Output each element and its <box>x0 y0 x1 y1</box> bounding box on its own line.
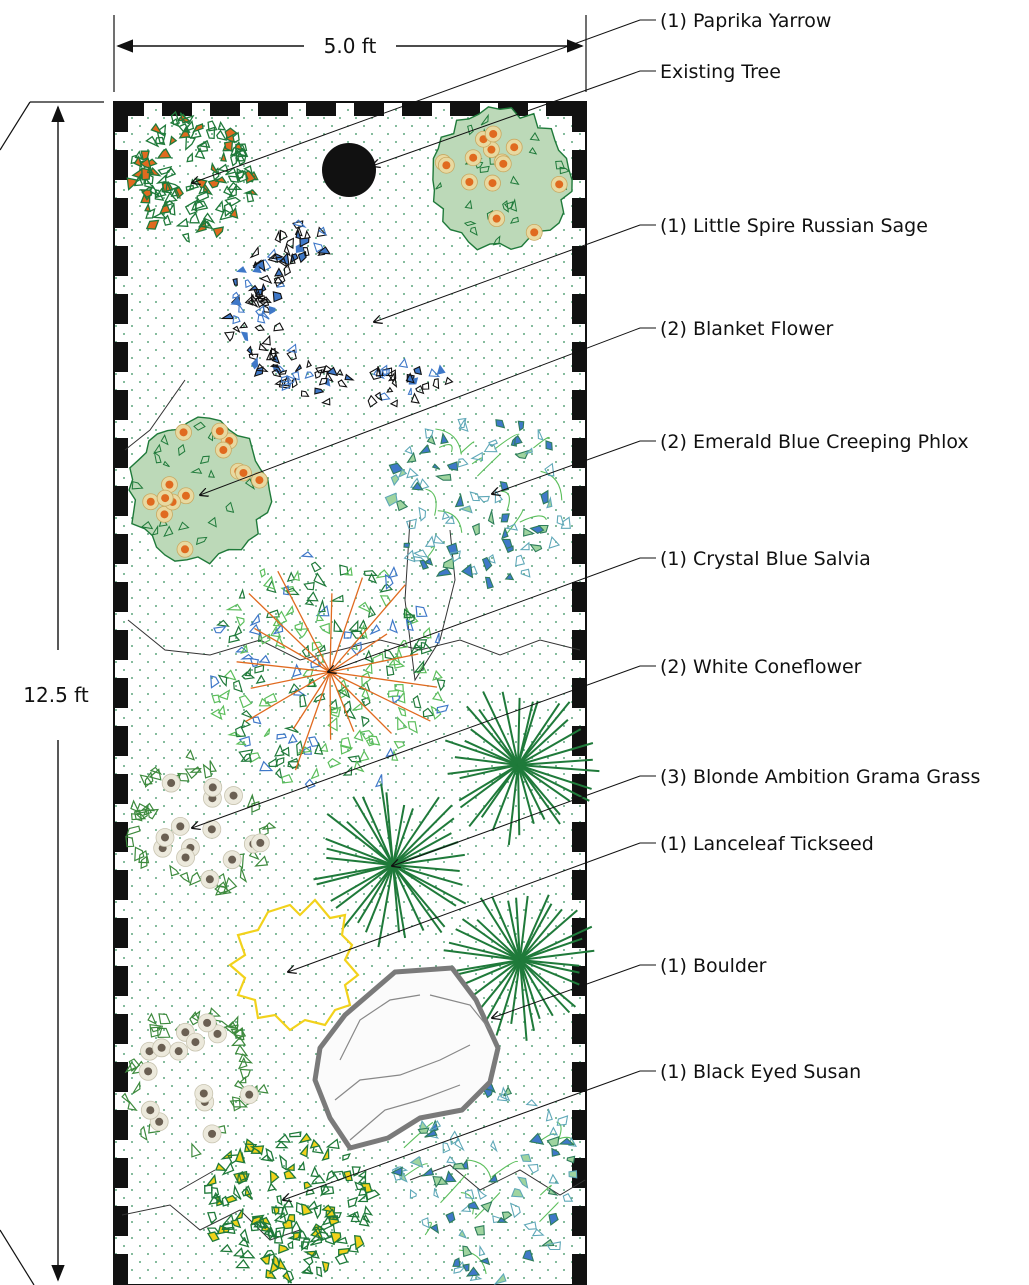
grama-grass-plant <box>313 783 467 948</box>
height-dimension: 12.5 ft <box>0 101 104 1285</box>
blanket-flower-plant <box>432 106 573 251</box>
width-dimension: 5.0 ft <box>113 15 587 92</box>
blue-salvia-plant <box>210 551 449 790</box>
label-grama-grass: (3) Blonde Ambition Grama Grass <box>660 766 980 788</box>
paprika-yarrow-plant <box>126 110 259 243</box>
label-boulder: (1) Boulder <box>660 955 767 977</box>
leader-lines <box>192 19 656 1200</box>
label-blanket-flower: (2) Blanket Flower <box>660 318 834 340</box>
white-coneflower-plant <box>121 1007 269 1158</box>
label-existing-tree: Existing Tree <box>660 61 781 83</box>
label-paprika-yarrow: (1) Paprika Yarrow <box>660 10 831 32</box>
existing-tree-symbol <box>322 143 376 197</box>
label-russian-sage: (1) Little Spire Russian Sage <box>660 215 928 237</box>
plant-labels: (1) Paprika Yarrow Existing Tree (1) Lit… <box>660 10 980 1083</box>
grama-grass-plant <box>444 691 600 846</box>
lanceleaf-tickseed-plant <box>228 898 360 1032</box>
label-black-eyed-susan: (1) Black Eyed Susan <box>660 1061 861 1083</box>
width-dimension-label: 5.0 ft <box>324 34 377 58</box>
boulder-symbol <box>312 965 501 1151</box>
label-white-coneflower: (2) White Coneflower <box>660 656 862 678</box>
russian-sage-plant <box>220 219 454 408</box>
height-dimension-label: 12.5 ft <box>23 683 89 707</box>
label-creeping-phlox: (2) Emerald Blue Creeping Phlox <box>660 431 969 453</box>
white-coneflower-plant <box>125 749 277 896</box>
label-blue-salvia: (1) Crystal Blue Salvia <box>660 548 871 570</box>
black-eyed-susan-plant <box>204 1131 381 1284</box>
label-lanceleaf-tickseed: (1) Lanceleaf Tickseed <box>660 833 874 855</box>
creeping-phlox-plant <box>390 1077 578 1285</box>
